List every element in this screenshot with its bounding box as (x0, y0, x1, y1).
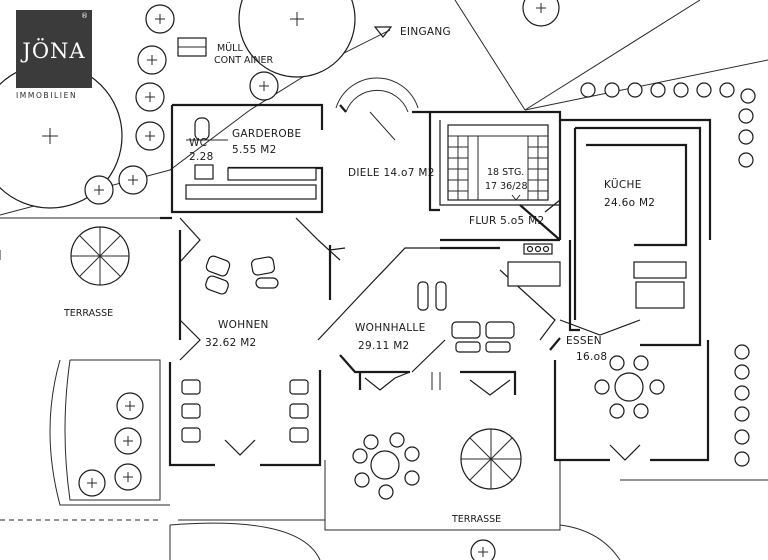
label-wohnhalle-name: WOHNHALLE (355, 322, 426, 334)
label-essen-name: ESSEN (566, 335, 602, 347)
label-wohnhalle-area: 29.11 M2 (358, 340, 410, 352)
wohnhalle-furniture (417, 281, 515, 390)
tree-small (118, 165, 148, 195)
label-eingang: EINGANG (400, 26, 451, 38)
label-kueche-name: KÜCHE (604, 178, 642, 191)
kitchen-fixtures (507, 243, 687, 309)
house-walls (160, 103, 712, 467)
staircase (447, 124, 549, 201)
label-wc-area: 2.28 (189, 151, 214, 163)
label-diele: DIELE 14.o7 M2 (348, 167, 435, 179)
entrance-arch (335, 77, 419, 141)
room-labels: EINGANG MÜLL CONT AINER WC 2.28 GARDEROB… (63, 26, 655, 525)
terrace-left-outline (0, 217, 170, 506)
tree-small (114, 463, 142, 491)
trees-small (78, 4, 496, 560)
label-garderobe-area: 5.55 M2 (232, 144, 277, 156)
tree-small (137, 45, 167, 75)
label-muell-1: MÜLL (217, 43, 243, 54)
tree-small (135, 82, 165, 112)
label-stairs-2: 17 36/28 (485, 181, 528, 192)
hedge-rows (580, 82, 756, 467)
label-garderobe-name: GARDEROBE (232, 128, 301, 140)
hedge-top-row (580, 82, 756, 104)
muell-container-box (177, 37, 207, 57)
tree-small (135, 121, 165, 151)
hedge-right-lower (734, 344, 750, 467)
umbrella-left (70, 226, 130, 286)
logo-name: JÖNA (22, 39, 86, 63)
tree-small (78, 469, 106, 497)
tree-small (84, 175, 114, 205)
umbrellas (70, 226, 522, 490)
label-essen-area: 16.o8 (576, 351, 607, 363)
label-wohnen-name: WOHNEN (218, 319, 269, 331)
tree-small (145, 4, 175, 34)
logo-subtitle: IMMOBILIEN (16, 91, 78, 100)
label-wohnen-area: 32.62 M2 (205, 337, 257, 349)
garderobe-fixtures (185, 117, 317, 200)
hedge-right-upper (738, 108, 754, 168)
round-tables (352, 355, 665, 500)
entrance-triangle-icon (373, 26, 393, 38)
label-terrasse-bottom: TERRASSE (451, 514, 501, 525)
tree-small (116, 392, 144, 420)
tree-small (114, 427, 142, 455)
tree-small (249, 71, 279, 101)
living-furniture (181, 255, 309, 443)
label-kueche-area: 24.6o M2 (604, 197, 655, 209)
angled-walls (179, 199, 641, 461)
terrace-bottom-outline (178, 460, 561, 531)
trees-large (0, 0, 560, 209)
company-logo: ® JÖNA (16, 10, 92, 88)
label-wc-name: WC (189, 137, 207, 149)
label-stairs-1: 18 STG. (487, 167, 524, 178)
label-terrasse-left: TERRASSE (63, 308, 113, 319)
label-muell-2: CONT AINER (214, 55, 273, 66)
logo-registered-mark: ® (81, 12, 88, 20)
tree-small (470, 539, 496, 560)
label-flur: FLUR 5.o5 M2 (469, 215, 545, 227)
umbrella-bottom (460, 428, 522, 490)
